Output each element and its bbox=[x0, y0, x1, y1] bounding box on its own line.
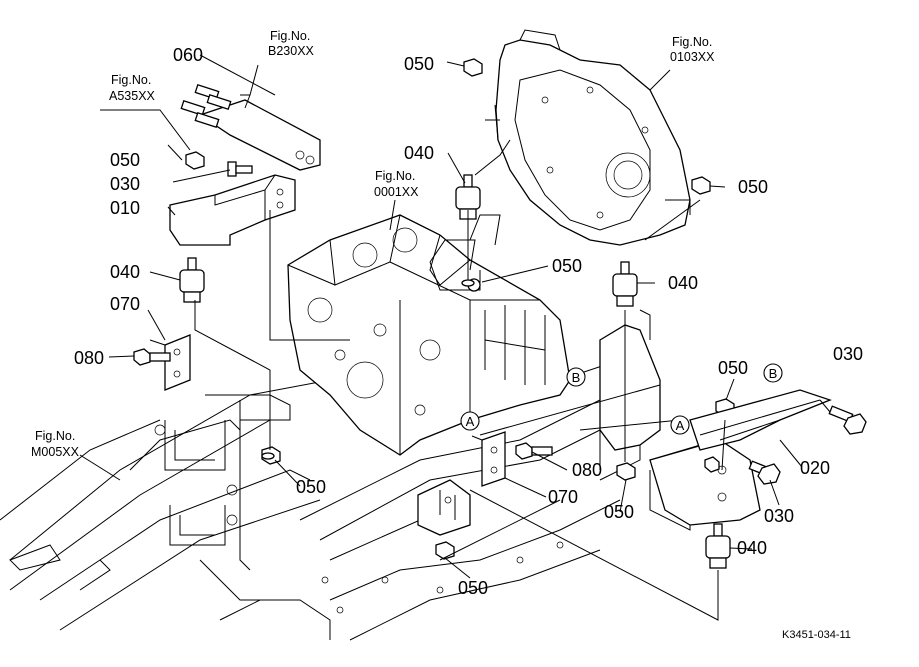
rubber-mounts-040 bbox=[179, 174, 731, 569]
part-050-right: 050 bbox=[604, 502, 634, 522]
svg-text:Fig.No.: Fig.No. bbox=[672, 35, 712, 49]
fig-ref-0001xx: Fig.No. 0001XX bbox=[374, 169, 419, 199]
part-050-top-center: 050 bbox=[404, 54, 434, 74]
callout-a-bracket: A bbox=[670, 415, 690, 435]
callout-markers: A B A B bbox=[460, 363, 783, 435]
svg-text:B: B bbox=[572, 370, 581, 385]
part-050-lower-center: 050 bbox=[296, 477, 326, 497]
svg-text:M005XX: M005XX bbox=[31, 445, 80, 459]
part-050-right-housing: 050 bbox=[738, 177, 768, 197]
part-050-top-left: 050 bbox=[110, 150, 140, 170]
bracket-070-center bbox=[471, 431, 506, 487]
washers bbox=[261, 279, 475, 460]
bolt-080-center bbox=[515, 442, 553, 460]
part-030-right-top: 030 bbox=[833, 344, 863, 364]
lower-center-bracket bbox=[417, 479, 471, 536]
svg-text:A: A bbox=[676, 418, 685, 433]
fig-ref-a535xx: Fig.No. A535XX bbox=[109, 73, 156, 103]
part-040-top-center: 040 bbox=[404, 143, 434, 163]
fig-ref-0103xx: Fig.No. 0103XX bbox=[670, 35, 715, 64]
part-070-center: 070 bbox=[548, 487, 578, 507]
bolt-080-left bbox=[133, 348, 171, 366]
right-mount-plate bbox=[599, 309, 661, 451]
callout-a-block: A bbox=[460, 411, 480, 431]
part-040-bottom-right: 040 bbox=[737, 538, 767, 558]
part-050-bottom-center: 050 bbox=[458, 578, 488, 598]
mount-040-right bbox=[612, 261, 638, 307]
svg-text:A535XX: A535XX bbox=[109, 89, 156, 103]
part-070-left: 070 bbox=[110, 294, 140, 314]
bolts-030-right bbox=[748, 405, 867, 485]
callout-b-block: B bbox=[566, 367, 586, 387]
svg-text:Fig.No.: Fig.No. bbox=[375, 169, 415, 183]
flywheel-housing bbox=[485, 29, 691, 246]
bolt-030-left bbox=[227, 161, 253, 177]
part-080-left: 080 bbox=[74, 348, 104, 368]
bracket-070-left bbox=[149, 334, 191, 391]
bolts-060 bbox=[180, 83, 232, 129]
part-060: 060 bbox=[173, 45, 203, 65]
part-040-right: 040 bbox=[668, 273, 698, 293]
part-030-right-bottom: 030 bbox=[764, 506, 794, 526]
part-080-center: 080 bbox=[572, 460, 602, 480]
leader-lines bbox=[79, 54, 831, 621]
svg-text:B: B bbox=[769, 366, 778, 381]
fig-ref-b230xx: Fig.No. B230XX bbox=[268, 29, 315, 58]
drawing-code: K3451-034-11 bbox=[782, 629, 851, 641]
svg-text:0001XX: 0001XX bbox=[374, 185, 419, 199]
svg-text:B230XX: B230XX bbox=[268, 44, 315, 58]
bracket-020 bbox=[649, 389, 832, 526]
upper-left-plate bbox=[198, 99, 321, 171]
engine-block bbox=[287, 214, 571, 456]
svg-text:0103XX: 0103XX bbox=[670, 50, 715, 64]
part-050-center: 050 bbox=[552, 256, 582, 276]
fig-ref-m005xx: Fig.No. M005XX bbox=[31, 429, 80, 459]
part-number-labels: 060 050 030 010 040 070 080 050 040 050 … bbox=[74, 45, 863, 598]
svg-text:Fig.No.: Fig.No. bbox=[111, 73, 151, 87]
part-050-lower-right: 050 bbox=[718, 358, 748, 378]
part-010: 010 bbox=[110, 198, 140, 218]
mount-040-left bbox=[179, 257, 205, 303]
callout-b-bracket: B bbox=[763, 363, 783, 383]
svg-text:Fig.No.: Fig.No. bbox=[35, 429, 75, 443]
mount-040-bottom-right bbox=[705, 523, 731, 569]
part-040-left: 040 bbox=[110, 262, 140, 282]
svg-text:A: A bbox=[466, 414, 475, 429]
part-030-top-left: 030 bbox=[110, 174, 140, 194]
figure-references: Fig.No. B230XX Fig.No. A535XX Fig.No. 01… bbox=[31, 29, 715, 459]
engine-mount-bracket-010 bbox=[169, 174, 296, 246]
svg-text:Fig.No.: Fig.No. bbox=[270, 29, 310, 43]
part-020: 020 bbox=[800, 458, 830, 478]
